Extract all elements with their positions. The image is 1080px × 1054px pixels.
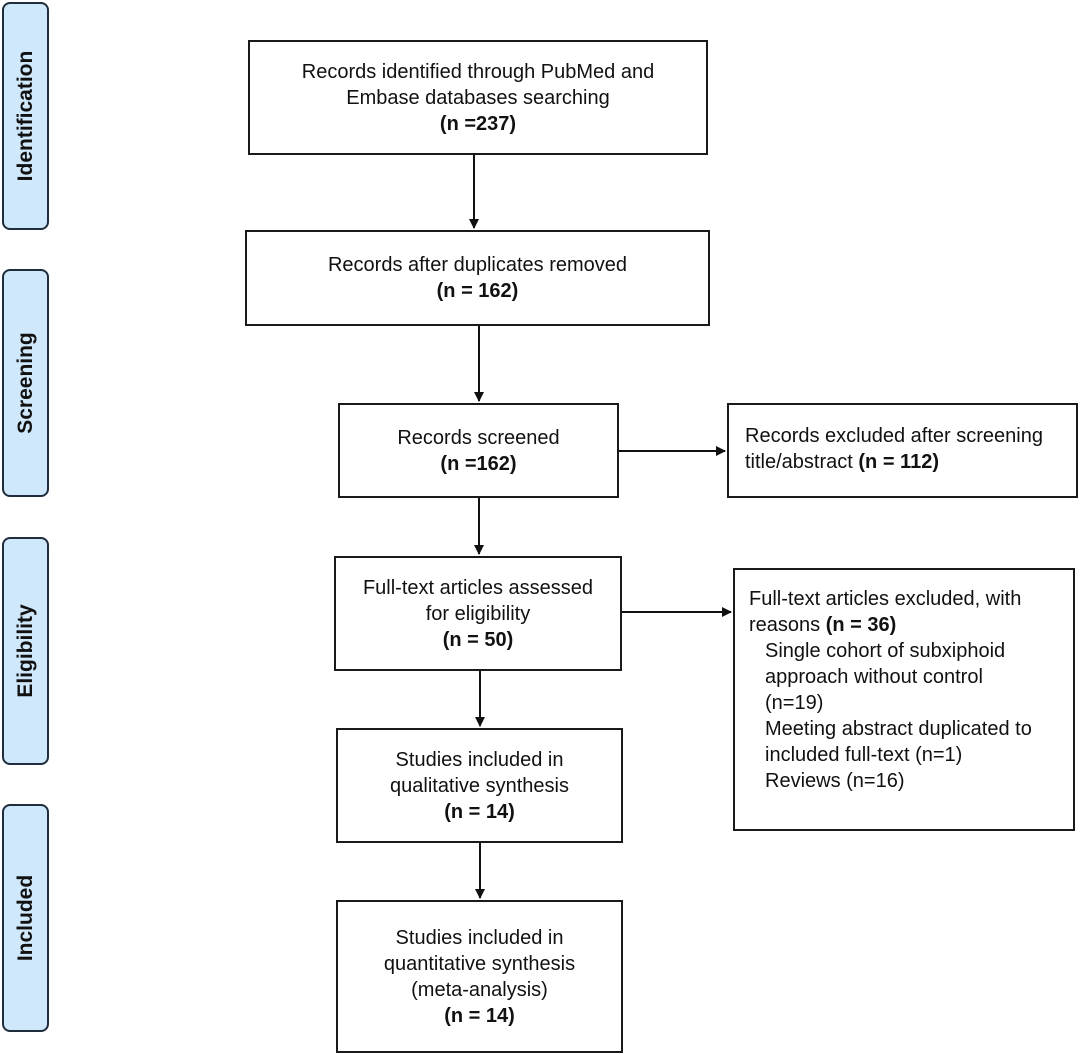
fulltext-excluded-line1: Full-text articles excluded, with [749,588,1022,610]
box-fulltext-excluded: Full-text articles excluded, with reason… [733,568,1075,831]
box-fulltext-assessed: Full-text articles assessed for eligibil… [334,556,622,671]
identified-count: (n =237) [439,112,517,135]
quantitative-count: (n = 14) [444,1004,515,1027]
duplicates-count: (n = 162) [436,280,519,302]
exclusion-reason: Reviews (n=16) [765,770,905,792]
duplicates-line1: Records after duplicates removed [327,254,628,276]
exclusion-reason: (n=19) [765,692,824,714]
phase-included: Included [2,804,49,1032]
exclusion-reason: included full-text (n=1) [765,744,963,766]
excluded-screening-line2: title/abstract (n = 112) [745,449,1062,475]
identified-line1: Records identified through PubMed and [301,60,655,83]
excluded-screening-prefix: title/abstract [745,451,859,473]
qualitative-line1: Studies included in [395,748,564,771]
phase-screening: Screening [2,269,49,497]
quantitative-line2: quantitative synthesis [383,952,576,975]
fulltext-line1: Full-text articles assessed [362,576,594,599]
identified-line2: Embase databases searching [346,86,610,109]
screened-count: (n =162) [440,452,517,475]
box-qualitative-synthesis: Studies included in qualitative synthesi… [336,728,623,843]
screened-line1: Records screened [397,426,560,449]
excluded-screening-line1: Records excluded after screening [745,425,1043,447]
exclusion-reason: approach without control [765,666,983,688]
box-records-screened: Records screened (n =162) [338,403,619,498]
exclusion-reason: Single cohort of subxiphoid [765,640,1006,662]
fulltext-excluded-prefix: reasons [749,614,826,636]
qualitative-count: (n = 14) [444,800,515,823]
excluded-screening-count: (n = 112) [858,451,939,473]
box-records-after-duplicates: Records after duplicates removed (n = 16… [245,230,710,326]
fulltext-count: (n = 50) [442,628,514,651]
box-quantitative-synthesis: Studies included in quantitative synthes… [336,900,623,1053]
box-records-excluded-screening: Records excluded after screening title/a… [727,403,1078,498]
quantitative-line1: Studies included in [395,926,564,949]
quantitative-line3: (meta-analysis) [411,978,548,1001]
phase-eligibility: Eligibility [2,537,49,765]
qualitative-line2: qualitative synthesis [390,774,569,797]
phase-identification: Identification [2,2,49,230]
fulltext-line2: for eligibility [425,602,531,625]
fulltext-excluded-count: (n = 36) [825,614,897,636]
box-records-identified: Records identified through PubMed and Em… [248,40,708,155]
exclusion-reason: Meeting abstract duplicated to [765,718,1032,740]
